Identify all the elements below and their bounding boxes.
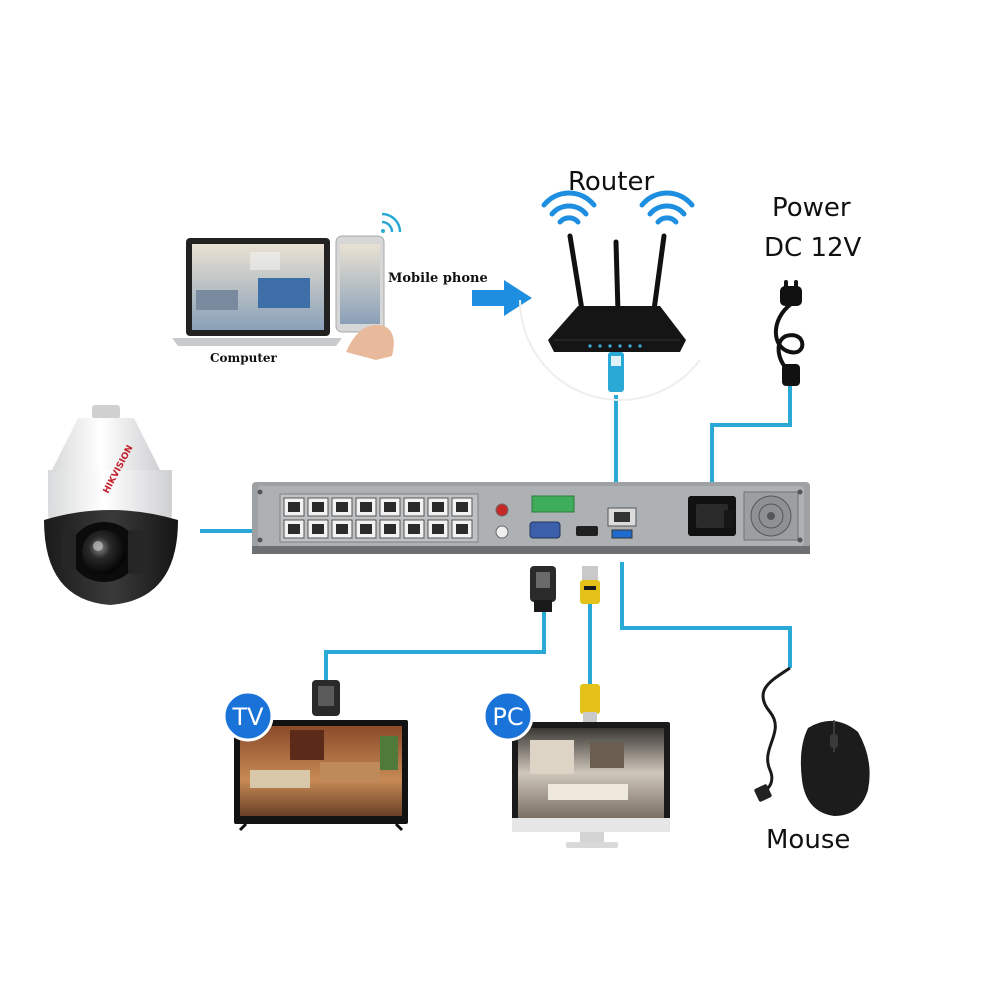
mouse-label: Mouse <box>766 825 850 855</box>
poe-port-socket <box>408 524 420 534</box>
poe-port-socket <box>288 524 300 534</box>
vga-port <box>529 521 561 539</box>
connector-lines <box>200 382 792 690</box>
router-wifi-left-icon <box>541 190 597 225</box>
poe-port-socket <box>360 524 372 534</box>
router-label: Router <box>568 167 654 197</box>
power-to-nvr-line <box>710 382 792 495</box>
mobile-phone-device <box>335 212 402 360</box>
cooling-fan <box>743 491 799 541</box>
mouse-device <box>754 666 870 816</box>
computer-device <box>172 238 342 346</box>
camera-lens <box>82 530 126 574</box>
alarm-terminal <box>531 495 575 513</box>
usb-port <box>611 529 633 539</box>
tv-badge-label: TV <box>231 703 264 731</box>
poe-port-socket <box>432 502 444 512</box>
tv-vga-connector <box>312 680 340 716</box>
poe-port-socket <box>456 524 468 534</box>
poe-port-socket <box>432 524 444 534</box>
poe-port-socket <box>456 502 468 512</box>
power-switch <box>724 510 734 528</box>
computer-label: Computer <box>210 351 278 365</box>
poe-port-socket <box>408 502 420 512</box>
pc-hdmi-connector <box>580 684 600 726</box>
power-label-line2: DC 12V <box>764 233 862 263</box>
usb-to-mouse-line <box>620 562 792 668</box>
wifi-icon <box>381 212 402 233</box>
power-label-line1: Power <box>772 193 851 223</box>
arrow-right-icon <box>472 280 532 316</box>
hdmi-connector <box>580 566 600 604</box>
pc-device <box>512 684 670 848</box>
poe-port-socket <box>336 524 348 534</box>
hdmi-port <box>576 526 598 536</box>
pc-badge-label: PC <box>492 703 523 731</box>
tv-badge: TV <box>222 690 274 742</box>
audio-out-port <box>495 525 509 539</box>
vga-connector <box>530 566 556 612</box>
router-wifi-right-icon <box>639 190 695 225</box>
mobile-phone-label: Mobile phone <box>388 271 488 286</box>
poe-port-grid <box>283 497 473 539</box>
poe-port-socket <box>360 502 372 512</box>
poe-port-socket <box>288 502 300 512</box>
power-cable-device <box>774 280 805 386</box>
poe-port-socket <box>384 502 396 512</box>
poe-port-socket <box>312 524 324 534</box>
poe-port-socket <box>336 502 348 512</box>
poe-port-socket <box>384 524 396 534</box>
vga-to-tv-line <box>324 612 546 682</box>
audio-in-port <box>495 503 509 517</box>
pc-badge: PC <box>482 690 534 742</box>
poe-port-socket <box>312 502 324 512</box>
tv-device <box>234 680 408 832</box>
ptz-camera-device: HIKVISION <box>44 405 178 605</box>
nvr-device <box>252 482 810 554</box>
router-device <box>519 233 701 401</box>
